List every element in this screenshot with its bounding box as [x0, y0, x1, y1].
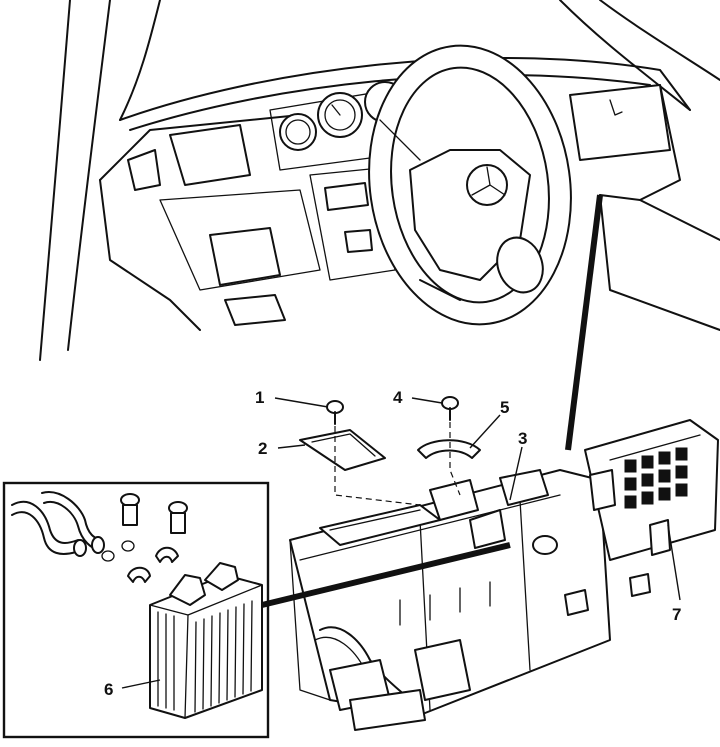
- screw-1: [326, 400, 344, 425]
- heater-housing: [289, 419, 719, 731]
- callout-7: 7: [672, 605, 681, 624]
- callout-1: 1: [255, 388, 264, 407]
- location-leader: [565, 194, 603, 451]
- callout-3: 3: [518, 429, 527, 448]
- core-fins: [157, 600, 253, 713]
- screw-4: [441, 396, 459, 421]
- callout-4: 4: [393, 388, 403, 407]
- callout-5: 5: [500, 398, 509, 417]
- blower-box: [584, 419, 719, 561]
- heater-core: [149, 562, 263, 719]
- clip: [417, 439, 481, 459]
- dashboard-illustration: [39, 0, 720, 361]
- heater-core-inset: [2, 481, 270, 739]
- vent-grid: [624, 447, 688, 509]
- callout-6: 6: [104, 680, 113, 699]
- inset-pointer: [261, 542, 511, 608]
- steering-wheel: [368, 44, 572, 326]
- callout-2: 2: [258, 439, 267, 458]
